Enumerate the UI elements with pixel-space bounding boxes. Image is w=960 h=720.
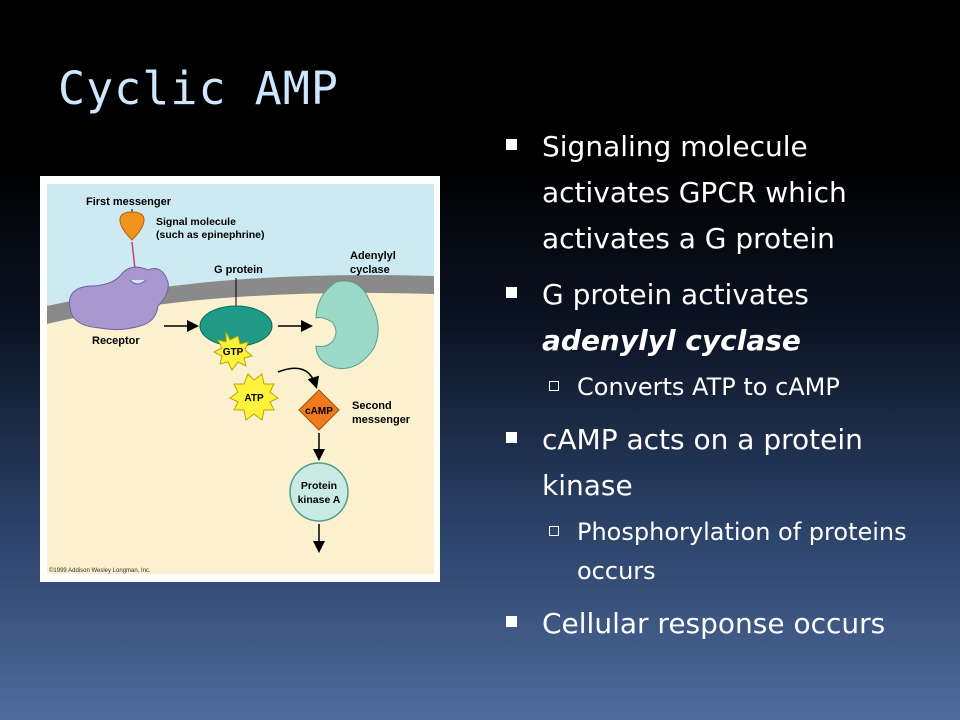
bullet-list: Signaling molecule activates GPCR which … (506, 124, 926, 657)
bullet-square-icon (506, 432, 517, 443)
sub-bullet-text: Phosphorylation of proteins occurs (577, 518, 907, 585)
bullet-text: Signaling molecule activates GPCR which … (542, 130, 847, 255)
bullet-square-icon (506, 287, 517, 298)
adenylyl-cyclase-icon (315, 280, 379, 370)
adenylyl-cyclase-label-line1: Adenylyl (350, 250, 396, 262)
bullet-square-icon (506, 616, 517, 627)
camp-diamond-icon (298, 389, 340, 431)
bullet-text: Cellular response occurs (542, 607, 886, 640)
atp-conversion-arrow (277, 367, 320, 389)
bullet-text: cAMP acts on a protein kinase (542, 423, 863, 502)
atp-label: ATP (244, 393, 264, 404)
second-messenger-label-line2: messenger (352, 414, 411, 426)
sub-bullet-square-icon (549, 526, 559, 536)
pka-label-line1: Protein (301, 480, 337, 492)
sub-bullet-item: Converts ATP to cAMP (506, 368, 926, 407)
sub-bullet-text: Converts ATP to cAMP (577, 373, 840, 401)
bullet-text: G protein activates (542, 278, 809, 311)
sub-bullet-square-icon (549, 381, 559, 391)
bullet-emphasis: adenylyl cyclase (542, 324, 801, 357)
camp-pathway-figure: First messenger Signal molecule (such as… (40, 176, 440, 582)
gtp-starburst-icon (212, 331, 254, 371)
protein-kinase-a-icon (289, 462, 349, 522)
camp-pathway-diagram: First messenger Signal molecule (such as… (47, 184, 434, 574)
signal-molecule-label-line1: Signal molecule (156, 216, 236, 228)
receptor-binding-site (129, 279, 147, 285)
sub-bullet-item: Phosphorylation of proteins occurs (506, 513, 926, 591)
receptor-label: Receptor (92, 335, 140, 347)
bullet-item: Signaling molecule activates GPCR which … (506, 124, 926, 262)
adenylyl-cyclase-label-line2: cyclase (350, 264, 390, 276)
atp-starburst-icon (229, 373, 279, 421)
slide-title: Cyclic AMP (58, 62, 339, 115)
signal-molecule-label-line2: (such as epinephrine) (156, 229, 265, 241)
g-protein-label: G protein (214, 264, 263, 276)
first-messenger-label: First messenger (86, 196, 172, 208)
bullet-square-icon (506, 139, 517, 150)
figure-copyright: ©1999 Addison Wesley Longman, Inc. (49, 567, 151, 574)
bullet-item: Cellular response occurs (506, 601, 926, 647)
bullet-item: cAMP acts on a protein kinase (506, 417, 926, 509)
pka-label-line2: kinase A (298, 494, 341, 506)
camp-label: cAMP (305, 406, 333, 417)
gtp-label: GTP (223, 347, 244, 358)
signal-molecule-icon (119, 211, 145, 241)
receptor-icon (68, 266, 169, 331)
bullet-item: G protein activates adenylyl cyclase (506, 272, 926, 364)
second-messenger-label-line1: Second (352, 400, 392, 412)
